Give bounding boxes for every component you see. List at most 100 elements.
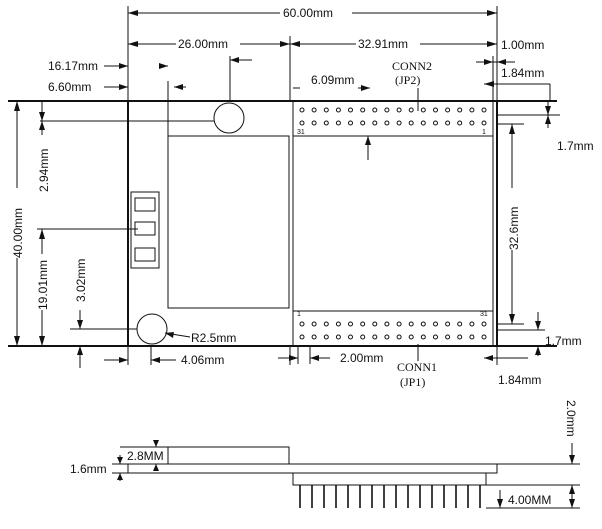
conn2-pin [445, 120, 451, 126]
conn2-pin [384, 120, 390, 126]
conn2-pin [299, 120, 305, 126]
conn1-pin-1-label: 1 [297, 311, 301, 318]
mounting-hole-bottom [136, 313, 168, 345]
dim-edge-right: 1.00mm [476, 38, 544, 101]
dim-side-pins: 4.00MM [486, 484, 580, 509]
conn2-pin [372, 120, 378, 126]
conn1-pin [384, 321, 390, 327]
conn1-name: CONN1 [397, 360, 437, 374]
dim-left-660: 6.60mm [48, 80, 186, 94]
conn1-pin [348, 321, 353, 327]
dim-609-label: 6.09mm [311, 73, 354, 87]
conn2-ref: (JP2) [395, 73, 420, 87]
dim-hole-pointer [230, 57, 252, 63]
dim-conn-span: 32.91mm [290, 36, 497, 51]
conn2-pin-array [299, 107, 487, 126]
dim-module-width: 26.00mm [128, 36, 290, 51]
dim-left-1617: 16.17mm [48, 59, 168, 73]
conn1-pin-array [299, 321, 487, 340]
conn2-pin [311, 107, 317, 113]
dim-side-board: 1.6mm [70, 455, 128, 481]
dim-offset-302: 3.02mm [70, 259, 137, 368]
conn2-pin [420, 107, 426, 113]
conn1-pin [469, 334, 475, 340]
conn1-pin [372, 321, 378, 327]
conn1-pin [335, 334, 341, 340]
conn2-pin [433, 107, 438, 113]
dim-60-label: 60.00mm [283, 6, 333, 20]
dim-100-label: 1.00mm [501, 38, 544, 52]
dim-660-label: 6.60mm [48, 80, 91, 94]
conn2-pin [384, 107, 390, 113]
conn2-pin [457, 120, 463, 126]
dim-184-bottom-label: 1.84mm [498, 373, 541, 387]
conn2-pin [469, 120, 475, 126]
dim-pitch-top: 1.7mm [497, 101, 594, 153]
conn1-pin [420, 334, 426, 340]
rf-module-outline [167, 101, 290, 309]
conn1-pin [445, 334, 451, 340]
conn2-pin [420, 120, 426, 126]
side-component [130, 191, 160, 269]
dim-pin-pitch: 2.00mm [278, 346, 383, 365]
conn1-pin [433, 321, 438, 327]
conn1-pin [372, 334, 378, 340]
dim-184-top-label: 1.84mm [501, 66, 544, 80]
conn2-pin [433, 120, 438, 126]
dim-17-bottom-label: 1.7mm [545, 334, 582, 348]
conn1-pin [311, 334, 317, 340]
dim-side-20-label: 2.0mm [564, 400, 578, 437]
conn2-pin-1-label: 1 [482, 129, 486, 136]
conn1-pin [311, 321, 317, 327]
dim-200-label: 2.00mm [340, 351, 383, 365]
conn2-pin [323, 120, 329, 126]
conn1-pin [299, 334, 305, 340]
dim-hole-x: 4.06mm [104, 353, 224, 367]
conn1-pin [457, 321, 463, 327]
conn1-pin [433, 334, 438, 340]
conn2-pin-31-label: 31 [297, 129, 305, 136]
dim-radius: R2.5mm [164, 331, 236, 345]
dim-header-offset: 6.09mm [293, 73, 370, 91]
dim-26-label: 26.00mm [178, 37, 228, 51]
dim-side-28-label: 2.8MM [127, 449, 164, 463]
conn2-name: CONN2 [392, 59, 432, 73]
dim-1617-label: 16.17mm [48, 59, 98, 73]
conn1-pin [445, 321, 451, 327]
conn1-ref: (JP1) [400, 375, 425, 389]
dim-overall-width: 60.00mm [128, 5, 497, 20]
conn2-pin [323, 107, 329, 113]
conn2-pin [481, 107, 487, 113]
dim-326-label: 32.6mm [507, 207, 521, 250]
conn1-pin [481, 334, 487, 340]
conn2-pin [348, 120, 353, 126]
dim-offset-294: 2.94mm [37, 101, 214, 192]
connector-conn2: 31 1 CONN2 (JP2) [292, 59, 494, 346]
dim-conn2-under [357, 135, 383, 160]
conn2-pin [348, 107, 353, 113]
conn1-pin [408, 334, 414, 340]
conn2-pin [408, 120, 414, 126]
conn1-pin [396, 321, 402, 327]
conn1-pin [348, 334, 353, 340]
conn1-pin [299, 321, 305, 327]
conn1-pin-31-label: 31 [480, 311, 488, 318]
extension-lines [127, 6, 498, 365]
connector-conn1: 1 31 CONN1 (JP1) [293, 310, 493, 389]
dim-1901-label: 19.01mm [36, 260, 50, 310]
conn2-pin [335, 120, 341, 126]
dim-radius-label: R2.5mm [191, 331, 236, 345]
conn2-pin [408, 107, 414, 113]
conn2-pin [481, 120, 487, 126]
board-outline [8, 100, 557, 347]
conn2-pin [360, 120, 366, 126]
conn1-pin [457, 334, 463, 340]
dim-height-1901: 19.01mm [33, 228, 138, 346]
dim-294-label: 2.94mm [37, 149, 51, 192]
conn2-pin [311, 120, 317, 126]
conn1-pin [335, 321, 341, 327]
dim-side-16-label: 1.6mm [70, 462, 107, 476]
conn1-pin [408, 321, 414, 327]
conn2-pin [372, 107, 378, 113]
dim-pin-offset-bottom: 1.84mm [484, 355, 541, 387]
